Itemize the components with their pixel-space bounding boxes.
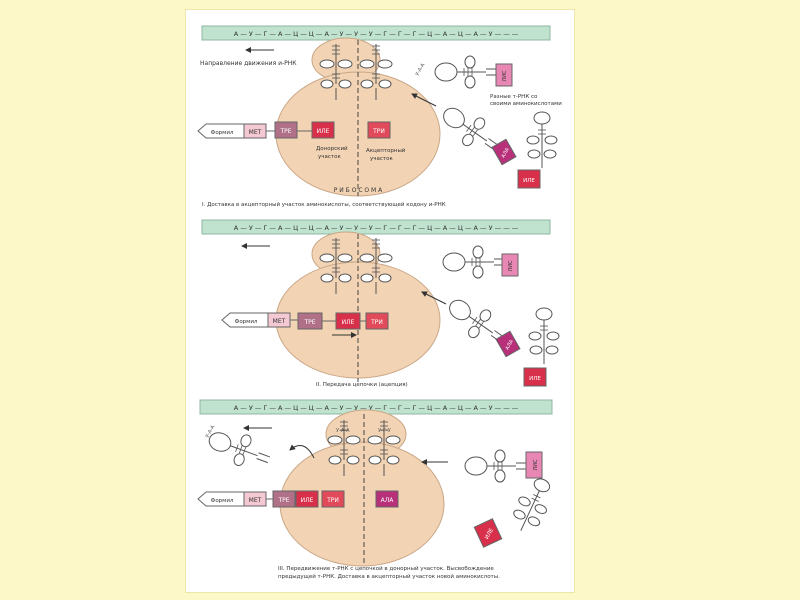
tri-residue xyxy=(365,312,389,330)
stage-3-caption: III. Передвижение т-РНК с цепочкой в дон… xyxy=(278,565,494,572)
lys-label: ЛИС xyxy=(502,70,508,82)
mrna-codons: А — У — Г — А — Ц — Ц — А — У — У — У — … xyxy=(234,30,519,38)
tre-residue xyxy=(274,121,298,139)
anticodon-acceptor: У-Г-У xyxy=(378,428,391,434)
ile-residue xyxy=(311,121,335,139)
lys-residue xyxy=(525,451,543,479)
ala-residue xyxy=(375,490,399,508)
ile-free-label: ИЛЕ xyxy=(523,178,535,184)
ile-label: ИЛЕ xyxy=(317,128,330,135)
donor-label: Донорский xyxy=(316,145,348,152)
acceptor-label-2: участок xyxy=(370,156,393,162)
ile-free-residue xyxy=(473,518,503,548)
stage-3-caption-2: предыдущей т-РНК. Доставка в акцепторный… xyxy=(278,573,500,580)
donor-label-2: участок xyxy=(318,154,341,160)
free-trna-label-2: своими аминокислотами xyxy=(490,101,562,107)
acceptor-label: Акцепторный xyxy=(366,147,406,154)
released-trna xyxy=(203,422,275,476)
ala-label: АЛА xyxy=(381,497,395,504)
translation-diagram: А — У — Г — А — Ц — Ц — А — У — У — У — … xyxy=(197,25,562,580)
mrna-codons: А — У — Г — А — Ц — Ц — А — У — У — У — … xyxy=(234,404,519,412)
ile-residue xyxy=(295,490,319,508)
free-trna-lys xyxy=(464,449,529,483)
formyl-label: Формил xyxy=(235,319,258,325)
ile-free-label: ИЛЕ xyxy=(529,376,541,382)
ile-free-label: ИЛЕ xyxy=(484,527,495,541)
free-trna-ile xyxy=(506,473,559,538)
lys-residue xyxy=(495,63,513,87)
free-trna-ile xyxy=(526,111,558,169)
free-trna-ile xyxy=(528,307,560,365)
lys-label: ЛИС xyxy=(508,260,514,272)
diagram-sheet: А — У — Г — А — Ц — Ц — А — У — У — У — … xyxy=(186,10,574,592)
ile-label: ИЛЕ xyxy=(301,497,314,504)
formyl-label: Формил xyxy=(211,130,234,136)
release-arrow xyxy=(289,444,315,459)
free-trna-label: Разные т-РНК со xyxy=(490,94,538,100)
mrna-strand xyxy=(201,25,551,41)
ile-free-residue xyxy=(517,169,541,189)
free-trna-lys xyxy=(434,55,499,89)
direction-label: Направление движения и-РНК xyxy=(200,60,297,67)
stage-2-caption: II. Передача цепочки (ацепция) xyxy=(316,382,408,388)
tre-label: ТРЕ xyxy=(279,128,291,135)
ribosome-label: Р И Б О С О М А xyxy=(334,187,383,194)
lys-residue xyxy=(501,253,519,277)
ala-label: АЛА xyxy=(504,338,515,351)
ile-free-residue xyxy=(523,367,547,387)
free-trna-lys xyxy=(442,245,507,279)
tre-label: ТРЕ xyxy=(277,497,289,504)
tri-residue xyxy=(321,490,345,508)
tri-label: ТРИ xyxy=(370,319,383,326)
met-label: МЕТ xyxy=(249,129,262,136)
mrna-codons: А — У — Г — А — Ц — Ц — А — У — У — У — … xyxy=(234,224,519,232)
ala-residue xyxy=(495,330,521,358)
stage-3: А — У — Г — А — Ц — Ц — А — У — У — У — … xyxy=(197,399,559,580)
lys-label: ЛИС xyxy=(533,459,539,471)
stage-1: А — У — Г — А — Ц — Ц — А — У — У — У — … xyxy=(197,25,562,208)
incoming-arrow xyxy=(411,93,437,107)
mrna-strand xyxy=(201,219,551,235)
met-label: МЕТ xyxy=(273,318,286,325)
ala-residue xyxy=(491,138,517,166)
met-label: МЕТ xyxy=(249,497,262,504)
tri-residue xyxy=(367,121,391,139)
tri-label: ТРИ xyxy=(372,128,385,135)
stage-2: А — У — Г — А — Ц — Ц — А — У — У — У — … xyxy=(201,219,560,388)
incoming-arrow xyxy=(421,291,447,305)
formyl-label: Формил xyxy=(211,498,234,504)
tri-label: ТРИ xyxy=(326,497,339,504)
ile-label: ИЛЕ xyxy=(342,319,355,326)
anticodon-1: У-А-А xyxy=(415,62,427,77)
anticodon-donor: У-А-А xyxy=(336,428,350,434)
tre-label: ТРЕ xyxy=(303,319,315,326)
stage-1-caption: I. Доставка в акцепторный участок аминок… xyxy=(202,201,446,208)
ala-label: АЛА xyxy=(500,146,511,159)
